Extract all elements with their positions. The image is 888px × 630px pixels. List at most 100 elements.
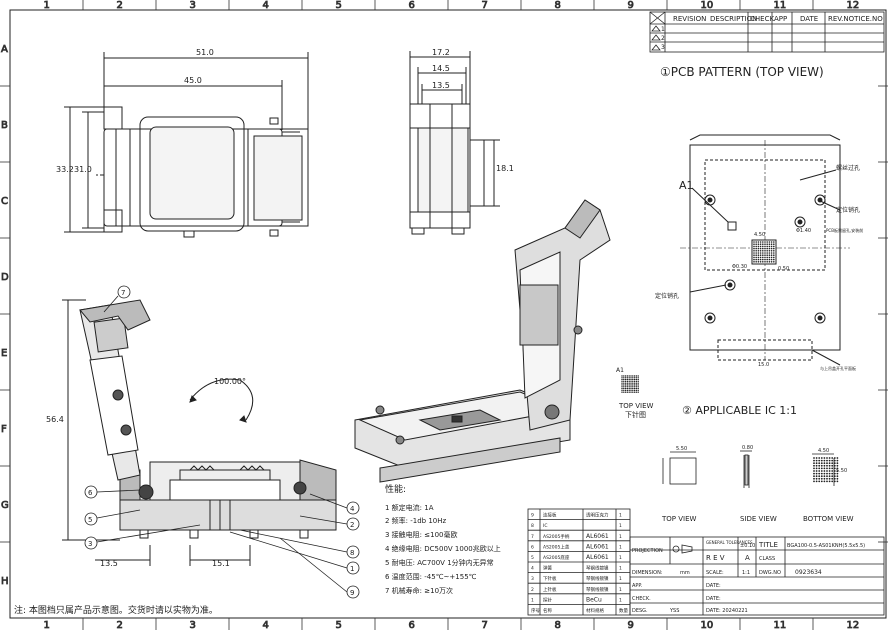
pad-dot (836, 459, 839, 462)
pad-dot (753, 250, 755, 252)
pad-dot (773, 247, 775, 250)
tb-dwg-value: 0923634 (795, 569, 822, 576)
pcb-pad-grid (753, 241, 775, 263)
pad-dot (632, 391, 634, 393)
pad-dot (828, 457, 831, 459)
pad-dot (764, 252, 766, 254)
pad-dot (768, 252, 771, 254)
pad-dot (632, 375, 634, 377)
pad-dot (831, 457, 834, 459)
dim-13-5: 13.5 (432, 81, 450, 90)
pad-dot (621, 387, 623, 390)
dim-45: 45.0 (184, 76, 202, 85)
border-col-label: 9 (628, 0, 634, 11)
bom-cell-mat: 透明压克力 (586, 512, 609, 519)
pad-dot (813, 457, 815, 459)
pad-dot (770, 245, 773, 248)
tb-desg: DESG. (632, 608, 648, 614)
pad-dot (833, 477, 836, 480)
pad-dot (757, 241, 760, 243)
pad-dot (828, 477, 831, 480)
tb-title-label: TITLE (758, 541, 778, 549)
pad-dot (630, 386, 632, 388)
ic-views (662, 450, 835, 488)
pad-dot (762, 247, 764, 250)
pad-dot (818, 462, 821, 465)
bom-cell-name: IC (543, 523, 547, 529)
pad-dot (628, 387, 630, 390)
pcb-note: PCB板需留孔,安装前 (826, 227, 863, 233)
pad-dot (633, 384, 636, 386)
bom-cell-mat: AL6061 (586, 533, 609, 540)
pad-dot (823, 472, 826, 475)
pad-dot (828, 472, 831, 475)
pad-dot (766, 254, 768, 256)
pad-dot (755, 252, 757, 254)
tb-projection: PROJECTION (632, 548, 663, 554)
pad-dot (630, 391, 632, 393)
pad-dot (632, 377, 634, 379)
pad-dot (773, 258, 775, 261)
bom-cell-mat: 材料规格 (586, 607, 604, 614)
pad-dot (836, 472, 839, 475)
pad-dot (770, 254, 773, 256)
rev-header-date: DATE (800, 15, 818, 23)
pad-dot (623, 375, 625, 377)
pad-dot (813, 467, 815, 470)
pad-dot (635, 382, 638, 384)
pad-dot (632, 387, 634, 390)
pad-dot (833, 475, 836, 478)
pad-dot (635, 384, 638, 386)
performance-item-2: 2 频率: -1db 10Hz (385, 516, 447, 525)
pad-dot (637, 380, 639, 383)
pad-dot (628, 384, 630, 386)
pad-dot (831, 477, 834, 480)
pad-dot (815, 470, 818, 472)
pad-dot (818, 470, 821, 472)
bom-cell-no: 1 (531, 597, 534, 603)
pad-dot (757, 254, 760, 256)
bom-cell-q: 1 (619, 587, 622, 593)
border-row-label: F (1, 424, 7, 435)
callout-9: 9 (350, 589, 354, 597)
border-col-label: 12 (847, 620, 860, 630)
bom-cell-name: 下针板 (543, 575, 557, 582)
pad-dot (818, 480, 821, 483)
bom-cell-q: 1 (619, 566, 622, 572)
pad-dot (632, 389, 634, 392)
tb-date-2: DATE: (706, 596, 721, 602)
tb-desg-value: YSS (669, 608, 679, 614)
pad-dot (815, 464, 818, 467)
pad-dot (770, 261, 773, 263)
pad-dot (766, 245, 768, 248)
applicable-ic-title: ② APPLICABLE IC 1:1 (682, 404, 797, 417)
pad-dot (818, 467, 821, 470)
pcb-dim-4-50: 4.50 (754, 232, 765, 238)
pad-dot (757, 256, 760, 259)
tb-check: CHECK. (632, 596, 651, 602)
pad-dot (757, 258, 760, 261)
pad-dot (624, 377, 627, 379)
pad-dot (632, 380, 634, 383)
pad-dot (630, 375, 632, 377)
ic-bottom-pad-grid (813, 457, 839, 483)
bom-cell-name: 名称 (543, 607, 552, 614)
pad-dot (623, 377, 625, 379)
bom-cell-no: 7 (531, 534, 534, 540)
pad-dot (764, 250, 766, 252)
border-col-label: 6 (409, 620, 415, 630)
pad-dot (836, 467, 839, 470)
pad-dot (770, 256, 773, 259)
pad-dot (637, 377, 639, 379)
dim-15-1: 15.1 (212, 559, 230, 568)
pad-dot (813, 472, 815, 475)
border-row-label: D (1, 272, 9, 283)
tb-class: CLASS (759, 556, 775, 562)
border-row-label: E (1, 348, 7, 359)
pad-dot (630, 377, 632, 379)
pad-dot (626, 375, 629, 377)
bom-cell-no: 6 (531, 544, 534, 550)
pad-dot (624, 389, 627, 392)
tb-unit: mm (680, 570, 690, 576)
